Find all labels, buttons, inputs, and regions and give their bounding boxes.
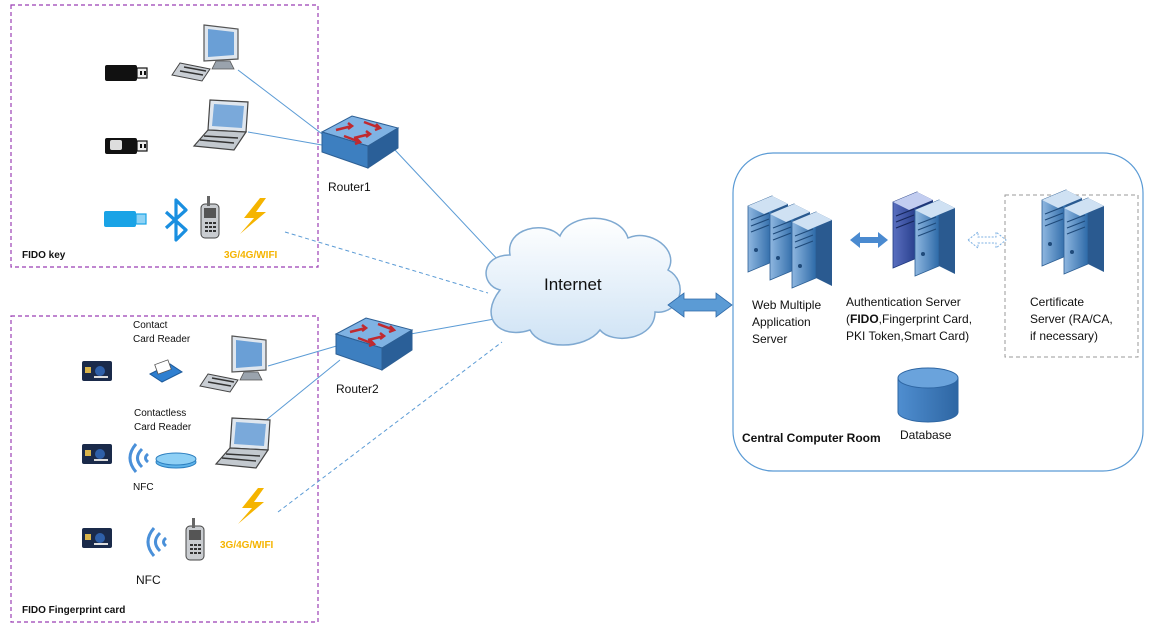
contactless-reader-label-1: Contactless — [134, 408, 187, 419]
nfc-waves-icon — [146, 526, 168, 558]
bluetooth-icon — [164, 198, 188, 242]
cert-server-label-2: Server (RA/CA, — [1030, 312, 1113, 326]
lightning-icon — [240, 198, 266, 234]
central-room-box — [732, 152, 1144, 472]
router2-icon — [334, 316, 414, 372]
router1-label: Router1 — [328, 180, 371, 194]
internet-cloud — [485, 217, 681, 346]
mobile-phone-icon — [185, 517, 205, 561]
wireless-label-1: 3G/4G/WIFI — [224, 250, 278, 261]
auth-server-label-1: Authentication Server — [846, 295, 961, 309]
cert-server-label-3: if necessary) — [1030, 329, 1099, 343]
router2-label: Router2 — [336, 382, 379, 396]
fingerprint-card-icon — [82, 444, 112, 464]
laptop-icon — [193, 99, 249, 151]
database-label: Database — [900, 428, 952, 442]
desktop-computer-icon — [199, 335, 267, 393]
authentication-server-icon — [892, 191, 956, 277]
contact-card-reader-icon — [149, 359, 183, 383]
fido-card-group-label: FIDO Fingerprint card — [22, 605, 126, 616]
contactless-card-reader-icon — [155, 452, 197, 469]
internet-label: Internet — [544, 275, 602, 294]
router1-icon — [320, 114, 400, 170]
web-server-label-2: Application — [752, 315, 811, 329]
fido-key-group-label: FIDO key — [22, 250, 66, 261]
nfc-label-2: NFC — [136, 573, 161, 587]
auth-server-label-2-rest: ,Fingerprint Card, — [878, 312, 973, 326]
wireless-label-2: 3G/4G/WIFI — [220, 540, 274, 551]
fido-key-group-box — [10, 4, 319, 268]
web-application-server-icon — [747, 195, 833, 289]
auth-cert-arrow — [967, 230, 1007, 250]
auth-server-fido: FIDO — [850, 312, 879, 326]
fingerprint-usb-key-icon — [104, 137, 148, 155]
laptop-icon — [215, 417, 271, 469]
nfc-label-1: NFC — [133, 482, 154, 493]
nfc-waves-icon — [128, 442, 150, 474]
auth-server-label-3: PKI Token,Smart Card) — [846, 329, 970, 343]
web-server-label-1: Web Multiple — [752, 298, 822, 312]
auth-server-paren: ( — [846, 312, 850, 326]
fingerprint-card-icon — [82, 528, 112, 548]
auth-server-label-2: (FIDO,Fingerprint Card, — [846, 312, 972, 326]
contact-reader-label-1: Contact — [133, 320, 168, 331]
contact-reader-label-2: Card Reader — [133, 334, 191, 345]
lightning-icon — [238, 488, 264, 524]
bluetooth-usb-key-icon — [104, 211, 147, 227]
internet-room-arrow — [667, 292, 733, 318]
contactless-reader-label-2: Card Reader — [134, 422, 192, 433]
desktop-computer-icon — [171, 24, 239, 82]
web-server-label-3: Server — [752, 332, 788, 346]
network-links — [237, 69, 503, 513]
database-icon — [897, 367, 959, 423]
usb-key-icon — [104, 64, 148, 82]
fido-card-group-box — [10, 315, 319, 623]
cert-server-label-1: Certificate — [1030, 295, 1085, 309]
web-auth-arrow — [850, 232, 888, 248]
certificate-server-icon — [1041, 189, 1105, 275]
central-room-label: Central Computer Room — [742, 431, 881, 445]
fingerprint-card-icon — [82, 361, 112, 381]
mobile-phone-icon — [200, 195, 220, 239]
